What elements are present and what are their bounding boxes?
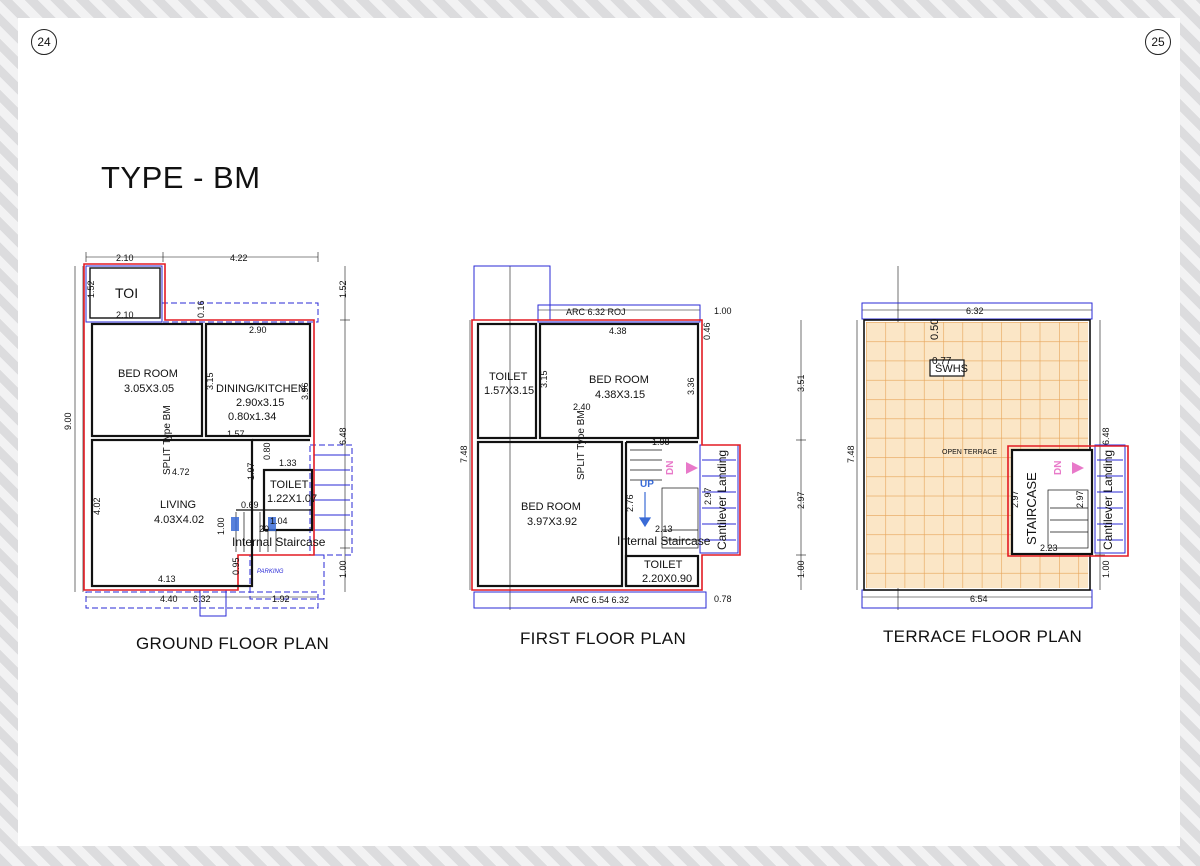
dim-ground-top-a: 2.10 [116,253,134,263]
first-arch-top: ARC 6.32 ROJ [566,307,626,317]
dim-ground-right-b: 6.48 [338,427,348,445]
first-floor-caption: FIRST FLOOR PLAN [520,629,687,648]
dim-first-046: 0.46 [702,322,712,340]
room-first-bed1: BED ROOM [589,374,649,386]
dim-first-240: 2.40 [573,402,591,412]
room-ground-stair: Internal Staircase [232,535,326,549]
dim-first-438: 4.38 [609,326,627,336]
room-first-bed2: BED ROOM [521,501,581,513]
dim-ground-080: 0.80 [262,442,272,460]
first-floor-plan: 1.00 0.46 4.38 3.15 3.36 2.40 1.98 2.76 … [459,265,806,610]
terrace-cantilever: Cantilever Landing [1101,450,1115,550]
dim-ground-472: 4.72 [172,467,190,477]
dim-ground-020: 20 [259,524,269,534]
room-first-up: UP [640,479,654,490]
dim-terrace-297: 2.97 [1010,490,1020,508]
dim-ground-right-a: 1.52 [338,280,348,298]
terrace-swhs: SWHS [935,363,968,375]
first-arch-bottom: ARC 6.54 6.32 [570,595,629,605]
dim-ground-069: 0.69 [241,500,259,510]
dim-ground-top-b: 4.22 [230,253,248,263]
dim-terrace-right-b: 1.00 [1101,560,1111,578]
room-ground-dining: DINING/KITCHEN [216,383,306,395]
dim-terrace-top: 6.32 [966,306,984,316]
dim-ground-bottom-c: 1.92 [272,594,290,604]
dim-ground-left-b: 4.02 [92,497,102,515]
terrace-open: OPEN TERRACE [942,449,997,456]
room-ground-living-size: 4.03X4.02 [154,514,204,526]
ground-floor-caption: GROUND FLOOR PLAN [136,634,330,653]
dim-ground-133: 1.33 [279,458,297,468]
room-ground-split: SPLIT Type BM [162,405,173,475]
room-first-stair: Internal Staircase [617,534,711,548]
dim-ground-bottom-b: 6.32 [193,594,211,604]
room-ground-toilet: TOILET [270,479,309,491]
dim-first-right-a: 3.51 [796,374,806,392]
dim-terrace-077: 0.77 [932,356,952,367]
room-first-dn: DN [665,461,676,475]
room-first-bed1-size: 4.38X3.15 [595,389,645,401]
dim-first-left-total: 7.48 [459,445,469,463]
ground-floor-plan: 2.10 4.22 9.00 1.52 4.02 1.52 6.48 1.00 … [63,252,353,617]
room-ground-dining-size: 2.90x3.15 [236,397,284,409]
dim-terrace-right-a: 6.48 [1101,427,1111,445]
dim-terrace-left-total: 7.48 [846,445,856,463]
dim-ground-413: 4.13 [158,574,176,584]
dim-first-315: 3.15 [539,370,549,388]
dim-ground-bottom-a: 4.40 [160,594,178,604]
room-ground-living: LIVING [160,499,196,511]
dim-ground-left-total: 9.00 [63,412,73,430]
dim-terrace-bottom: 6.54 [970,594,988,604]
dim-first-right-c: 1.00 [796,560,806,578]
dim-first-336: 3.36 [686,377,696,395]
room-ground-parking: PARKING [257,569,284,575]
dim-ground-100: 1.00 [216,517,226,535]
dim-ground-210: 2.10 [116,310,134,320]
page-title: TYPE - BM [101,160,261,195]
dim-first-297: 2.97 [703,487,713,505]
dim-first-213: 2.13 [655,524,673,534]
dim-ground-016: 0.16 [196,300,206,318]
room-ground-toi: TOI [115,285,138,301]
dim-ground-024: 1.04 [270,516,288,526]
dim-terrace-050: 0.50 [929,319,941,340]
terrace-staircase: STAIRCASE [1024,472,1039,545]
room-first-cantilever: Cantilever Landing [715,450,729,550]
dim-ground-396: 3.96 [300,382,310,400]
terrace-dn: DN [1053,461,1064,475]
dim-ground-right-c: 1.00 [338,560,348,578]
room-first-toilet2-size: 2.20X0.90 [642,573,692,585]
dim-terrace-297b: 2.97 [1075,490,1085,508]
room-ground-toilet-size: 1.22X1.07 [267,493,317,505]
terrace-floor-plan: 6.32 0.50 0.77 7.48 6.48 1.00 2.97 2.97 … [846,266,1129,610]
room-ground-bed: BED ROOM [118,368,178,380]
dim-terrace-223: 2.23 [1040,543,1058,553]
room-first-split: SPLIT Type BM [576,410,587,480]
dim-ground-290: 2.90 [249,325,267,335]
dim-ground-left-a: 1.52 [86,280,96,298]
dim-first-276: 2.76 [625,494,635,512]
room-first-toilet1: TOILET [489,371,528,383]
room-ground-dining-size2: 0.80x1.34 [228,411,276,423]
dim-ground-095: 0.95 [231,557,241,575]
dim-first-078: 0.78 [714,594,732,604]
room-first-toilet2: TOILET [644,559,683,571]
room-first-bed2-size: 3.97X3.92 [527,516,577,528]
dim-first-right-b: 2.97 [796,491,806,509]
dim-first-198: 1.98 [652,437,670,447]
page-number-left: 24 [31,29,57,55]
room-ground-bed-size: 3.05X3.05 [124,383,174,395]
dim-ground-315: 3.15 [205,372,215,390]
terrace-floor-caption: TERRACE FLOOR PLAN [883,627,1083,646]
page-number-right: 25 [1145,29,1171,55]
dim-ground-157: 1.57 [227,429,245,439]
dim-first-100: 1.00 [714,306,732,316]
room-first-toilet1-size: 1.57X3.15 [484,385,534,397]
dim-ground-197: 1.97 [246,462,256,480]
